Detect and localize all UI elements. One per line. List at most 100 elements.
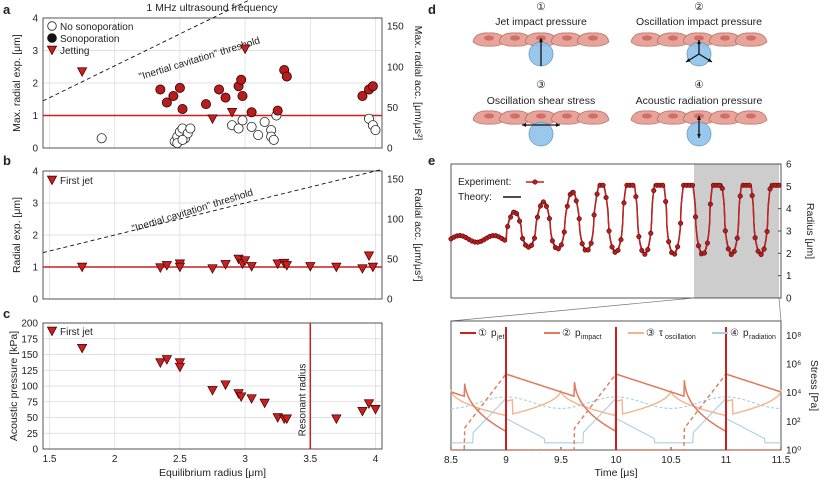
first-jet-point: [220, 260, 231, 270]
experiment-point: [505, 223, 511, 230]
experiment-point: [725, 246, 731, 252]
x-tick-label: 9.5: [554, 455, 568, 466]
y-right-tick-label: 150: [387, 22, 404, 33]
microbubble: [528, 121, 554, 147]
x-tick-label: 9: [503, 455, 509, 466]
first-jet-point: [367, 262, 379, 273]
experiment-point: [704, 240, 710, 246]
first-jet-point: [161, 261, 173, 271]
experiment-point: [549, 238, 555, 244]
sonoporation-point: [174, 82, 185, 93]
y-tick-label: 0: [32, 144, 38, 155]
experiment-point: [555, 246, 561, 252]
first-jet-point: [305, 262, 316, 272]
experiment-point: [776, 182, 782, 188]
experiment-point: [692, 214, 699, 220]
sonoporation-point: [155, 84, 166, 95]
experiment-point: [520, 235, 526, 242]
first-jet-point: [207, 386, 218, 396]
experiment-point: [752, 235, 758, 241]
first-jet-point: [363, 251, 375, 262]
first-jet-point: [357, 406, 368, 417]
experiment-point: [603, 194, 609, 201]
experiment-point: [528, 242, 535, 248]
legend-subscript: radiation: [749, 334, 776, 341]
no-sonoporation-point: [268, 134, 279, 145]
y-axis-label: Max. radial exp. [μm]: [11, 34, 23, 132]
diagram-number: ②: [694, 1, 704, 13]
y-right-tick-label: 2: [786, 249, 792, 260]
impact-arrow-head: [697, 40, 701, 45]
x-tick-label: 4: [373, 454, 379, 465]
jet-arrow-head: [539, 38, 543, 43]
legend-number: ③: [646, 328, 655, 339]
first-jet-point: [281, 261, 293, 271]
experiment-point: [502, 237, 508, 243]
experiment-point: [543, 203, 549, 209]
experiment-point: [761, 246, 767, 252]
jetting-point: [207, 114, 218, 125]
experiment-point: [508, 214, 514, 220]
first-jet-point: [174, 262, 186, 273]
sonoporation-point: [367, 81, 378, 92]
cell-nucleus: [720, 35, 730, 41]
y-right-axis-label: Max. radial acc. [μm/μs²]: [412, 26, 424, 141]
y-axis-label: Acoustic pressure [kPa]: [8, 331, 20, 441]
zoom-connector: [450, 297, 695, 322]
experiment-point: [737, 193, 743, 199]
x-axis-label: Time [μs]: [595, 467, 638, 479]
y-right-tick-label: 10⁸: [786, 331, 801, 342]
legend-symbol: τ: [659, 328, 663, 339]
no-sonoporation-point: [233, 123, 244, 134]
first-jet-point: [331, 414, 342, 425]
no-sonoporation-point: [253, 129, 264, 140]
y-right-axis-label: Radius [μm]: [804, 203, 816, 259]
impact-arrow-head: [707, 58, 712, 62]
x-tick-label: 10: [610, 455, 622, 466]
first-jet-point: [207, 264, 218, 274]
experiment-point: [618, 237, 624, 243]
legend-label: No sonoporation: [60, 22, 133, 33]
experiment-point: [564, 203, 570, 209]
first-jet-point: [246, 394, 257, 404]
cell-nucleus: [510, 113, 520, 119]
cell-nucleus: [642, 113, 652, 119]
zoom-connector: [778, 297, 782, 322]
legend-marker-triangle: [46, 326, 58, 337]
first-jet-point: [174, 362, 186, 373]
y-right-tick-label: 50: [387, 255, 399, 266]
experiment-point: [615, 247, 621, 253]
legend-box: [455, 174, 535, 204]
experiment-point: [531, 235, 538, 241]
experiment-point: [594, 191, 600, 197]
experiment-point: [767, 186, 773, 192]
shear-arrow-head: [522, 123, 527, 127]
experiment-point: [633, 194, 639, 200]
plot-frame: [42, 17, 383, 149]
y-right-tick-label: 10²: [786, 417, 801, 428]
y-tick-label: 50: [27, 413, 39, 424]
y-right-tick-label: 0: [786, 294, 792, 305]
experiment-point: [663, 199, 669, 205]
diagram-number: ①: [536, 1, 546, 13]
experiment-point: [588, 240, 594, 246]
sonoporation-point: [281, 71, 292, 82]
diagram-label: Oscillation shear stress: [487, 95, 596, 107]
cell-nucleus: [588, 113, 598, 119]
experiment-point: [534, 214, 541, 220]
sonoporation-point: [220, 92, 231, 103]
cell-nucleus: [668, 35, 678, 41]
experiment-point: [517, 218, 523, 224]
y-right-tick-label: 3: [786, 227, 792, 238]
legend-number: ④: [730, 328, 739, 339]
cell-row: [630, 32, 768, 47]
experiment-point: [579, 241, 585, 247]
threshold-label: "Inertial cavitation" threshold: [131, 187, 255, 234]
y-right-tick-label: 100: [387, 215, 404, 226]
y-right-tick-label: 10⁴: [786, 388, 801, 399]
cell-nucleus: [642, 35, 652, 41]
y-right-axis-label: Radial acc. [μm/μs²]: [412, 188, 424, 281]
sonoporation-point: [246, 107, 257, 118]
sonoporation-point: [177, 104, 188, 115]
